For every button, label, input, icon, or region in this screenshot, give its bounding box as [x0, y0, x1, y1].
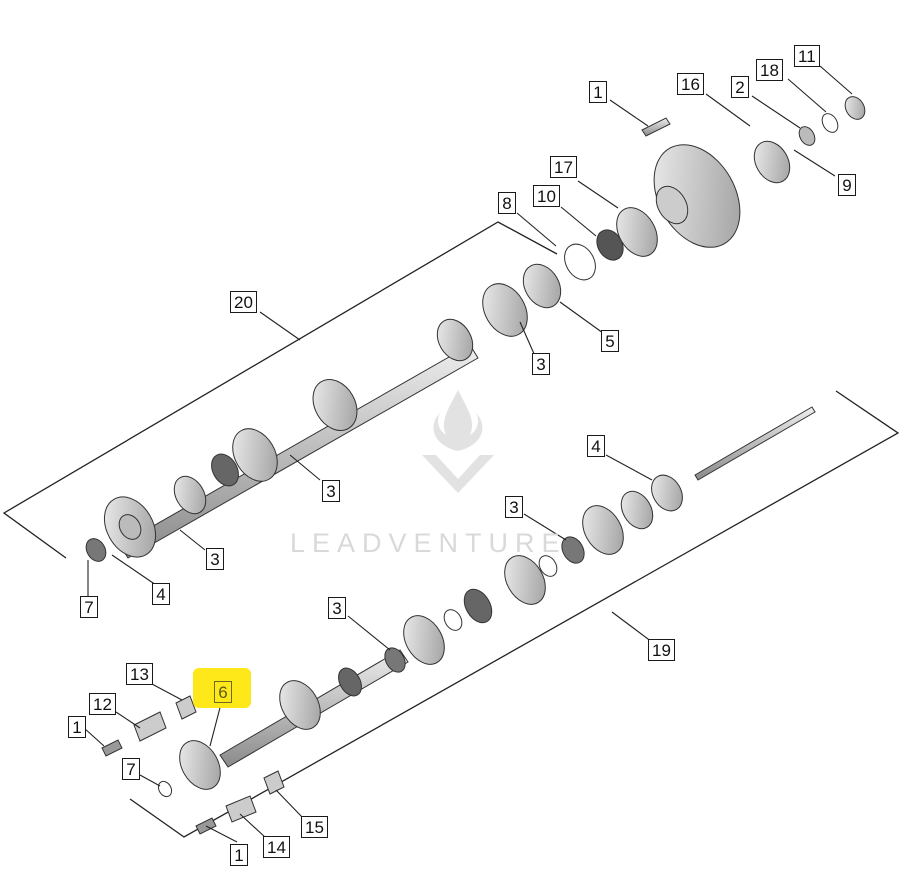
- callout-3[interactable]: 3: [322, 480, 340, 502]
- callout-6[interactable]: 6: [214, 681, 232, 703]
- callout-20[interactable]: 20: [230, 291, 257, 313]
- callout-6-highlight: [193, 668, 251, 708]
- callout-7[interactable]: 7: [122, 758, 140, 780]
- callout-4[interactable]: 4: [152, 583, 170, 605]
- callout-1[interactable]: 1: [230, 844, 248, 866]
- callout-18[interactable]: 18: [756, 59, 783, 81]
- callout-16[interactable]: 16: [677, 73, 704, 95]
- watermark-text: LEADVENTURE: [290, 528, 567, 558]
- callout-2[interactable]: 2: [731, 76, 749, 98]
- group-20-bracket: [2, 221, 558, 559]
- callout-3[interactable]: 3: [206, 548, 224, 570]
- callout-9[interactable]: 9: [838, 174, 856, 196]
- callout-14[interactable]: 14: [263, 836, 290, 858]
- callout-17[interactable]: 17: [550, 156, 577, 178]
- group-19-bracket: [129, 390, 900, 838]
- callout-15[interactable]: 15: [301, 816, 328, 838]
- upper-shaft: [85, 96, 866, 562]
- callout-1[interactable]: 1: [589, 81, 607, 103]
- leadventure-logo-icon: [422, 390, 494, 493]
- callout-3[interactable]: 3: [532, 353, 550, 375]
- callout-8[interactable]: 8: [498, 192, 516, 214]
- callout-13[interactable]: 13: [126, 663, 153, 685]
- leader-lines: [83, 65, 853, 843]
- callout-4[interactable]: 4: [587, 435, 605, 457]
- callout-5[interactable]: 5: [601, 330, 619, 352]
- callout-19[interactable]: 19: [648, 639, 675, 661]
- callout-1[interactable]: 1: [68, 716, 86, 738]
- callout-3[interactable]: 3: [328, 597, 346, 619]
- callout-12[interactable]: 12: [89, 693, 116, 715]
- lower-shaft: [101, 406, 816, 835]
- callout-10[interactable]: 10: [533, 185, 560, 207]
- callout-11[interactable]: 11: [794, 45, 820, 67]
- callout-3[interactable]: 3: [505, 496, 523, 518]
- callout-7[interactable]: 7: [80, 596, 98, 618]
